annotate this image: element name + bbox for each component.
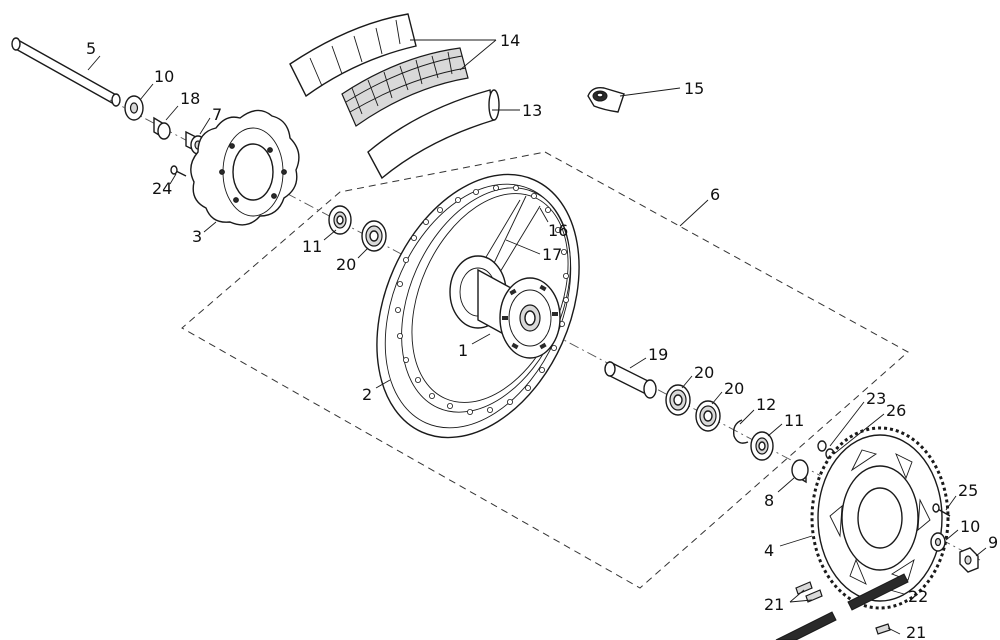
callout-17: 17 — [542, 245, 562, 264]
callout-8: 8 — [764, 491, 774, 510]
callout-1: 1 — [458, 341, 468, 360]
callout-24: 24 — [152, 179, 172, 198]
bearing-part-right-1 — [665, 384, 691, 416]
spacer-part-right — [791, 459, 809, 484]
callout-5: 5 — [86, 39, 96, 58]
washer-part-top — [124, 95, 144, 121]
bearing-part-left-2 — [361, 220, 387, 252]
leader-lines — [87, 39, 987, 635]
callout-18: 18 — [180, 89, 200, 108]
callout-labels: 5 10 18 7 24 3 14 13 15 6 11 20 16 17 1 … — [86, 31, 998, 640]
callout-13: 13 — [522, 101, 542, 120]
wheel-assembly-boundary — [181, 151, 909, 589]
callout-7: 7 — [212, 105, 222, 124]
chain-link-parts — [795, 581, 891, 635]
callout-20-right-2: 20 — [724, 379, 744, 398]
sprocket-part — [810, 426, 950, 610]
callout-10-top: 10 — [154, 67, 174, 86]
spacer-part — [153, 116, 171, 140]
rim-spoke-holes — [394, 184, 570, 415]
disc-screw-part — [170, 165, 187, 177]
washer-part-right — [930, 532, 946, 552]
sprocket-bolt-part — [932, 503, 951, 517]
callout-20-left: 20 — [336, 255, 356, 274]
tube-part — [367, 89, 500, 180]
callout-12: 12 — [756, 395, 776, 414]
callout-23: 23 — [866, 389, 886, 408]
circlip-part — [732, 419, 749, 444]
bearing-part-left — [328, 205, 352, 235]
callout-3: 3 — [192, 227, 202, 246]
callout-25: 25 — [958, 481, 978, 500]
callout-2: 2 — [362, 385, 372, 404]
callout-15: 15 — [684, 79, 704, 98]
tyre-part — [289, 13, 469, 127]
callout-11-right: 11 — [784, 411, 804, 430]
spacer-tube-part — [604, 360, 657, 399]
chain-part — [775, 573, 909, 640]
callout-10-right: 10 — [960, 517, 980, 536]
callout-6: 6 — [710, 185, 720, 204]
callout-19: 19 — [648, 345, 668, 364]
valve-clamp-part — [587, 86, 625, 113]
callout-22: 22 — [908, 587, 928, 606]
callout-21-left: 21 — [764, 595, 784, 614]
callout-14: 14 — [500, 31, 520, 50]
seal-part-right — [750, 431, 774, 461]
callout-20-right-1: 20 — [694, 363, 714, 382]
bearing-part-right-2 — [695, 400, 721, 432]
callout-16: 16 — [548, 221, 568, 240]
hub-part — [449, 255, 561, 359]
nut-part — [959, 547, 979, 573]
callout-21-right: 21 — [906, 623, 926, 640]
callout-11-left: 11 — [302, 237, 322, 256]
callout-9: 9 — [988, 533, 998, 552]
callout-26: 26 — [886, 401, 906, 420]
callout-4: 4 — [764, 541, 774, 560]
axle-part — [11, 37, 121, 107]
brake-disc-part — [190, 109, 300, 226]
